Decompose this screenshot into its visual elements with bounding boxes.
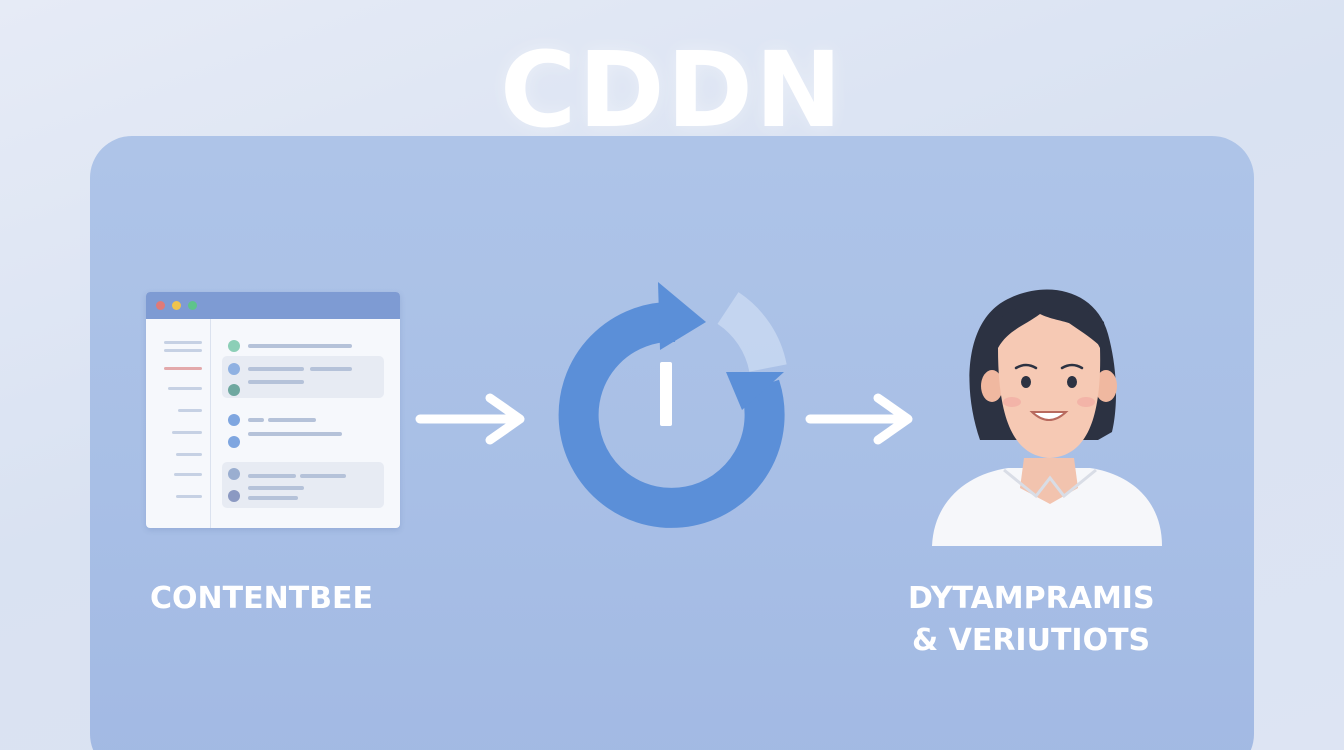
node-label-content: CONTENTBEE — [150, 581, 374, 616]
list-dot — [228, 414, 240, 426]
sidebar-line — [176, 453, 202, 456]
diagram-title: CDDN — [499, 29, 845, 151]
list-dot — [228, 384, 240, 396]
sidebar-line — [178, 409, 202, 412]
sidebar-line — [168, 387, 202, 390]
list-line — [248, 380, 304, 384]
refresh-cycle-icon — [558, 282, 787, 528]
window-maximize-dot — [188, 301, 197, 310]
list-dot — [228, 436, 240, 448]
window-close-dot — [156, 301, 165, 310]
sidebar-line — [176, 495, 202, 498]
list-card — [222, 356, 384, 398]
window-minimize-dot — [172, 301, 181, 310]
list-line — [300, 474, 346, 478]
node-label-user-line2: & VERIUTIOTS — [912, 623, 1151, 658]
list-dot — [228, 363, 240, 375]
list-dot — [228, 468, 240, 480]
list-dot — [228, 340, 240, 352]
list-card — [222, 462, 384, 508]
list-line — [248, 432, 342, 436]
node-label-user-line1: DYTAMPRAMIS — [908, 581, 1155, 616]
list-line — [248, 344, 352, 348]
list-dot — [228, 490, 240, 502]
sidebar-line — [164, 349, 202, 352]
sidebar-line — [172, 431, 202, 434]
list-line — [248, 418, 264, 422]
list-line — [248, 367, 304, 371]
browser-window-icon — [146, 292, 400, 528]
user-avatar-icon — [932, 289, 1162, 546]
list-line — [248, 486, 304, 490]
flow-arrow-2 — [805, 393, 913, 445]
list-line — [248, 496, 298, 500]
flow-arrow-1 — [415, 393, 525, 445]
list-line — [310, 367, 352, 371]
list-line — [248, 474, 296, 478]
sidebar-line — [174, 473, 202, 476]
browser-title-bar — [146, 292, 400, 319]
list-line — [268, 418, 316, 422]
sidebar-line-highlight — [164, 367, 202, 370]
browser-sidebar — [146, 319, 211, 528]
sidebar-line — [164, 341, 202, 344]
